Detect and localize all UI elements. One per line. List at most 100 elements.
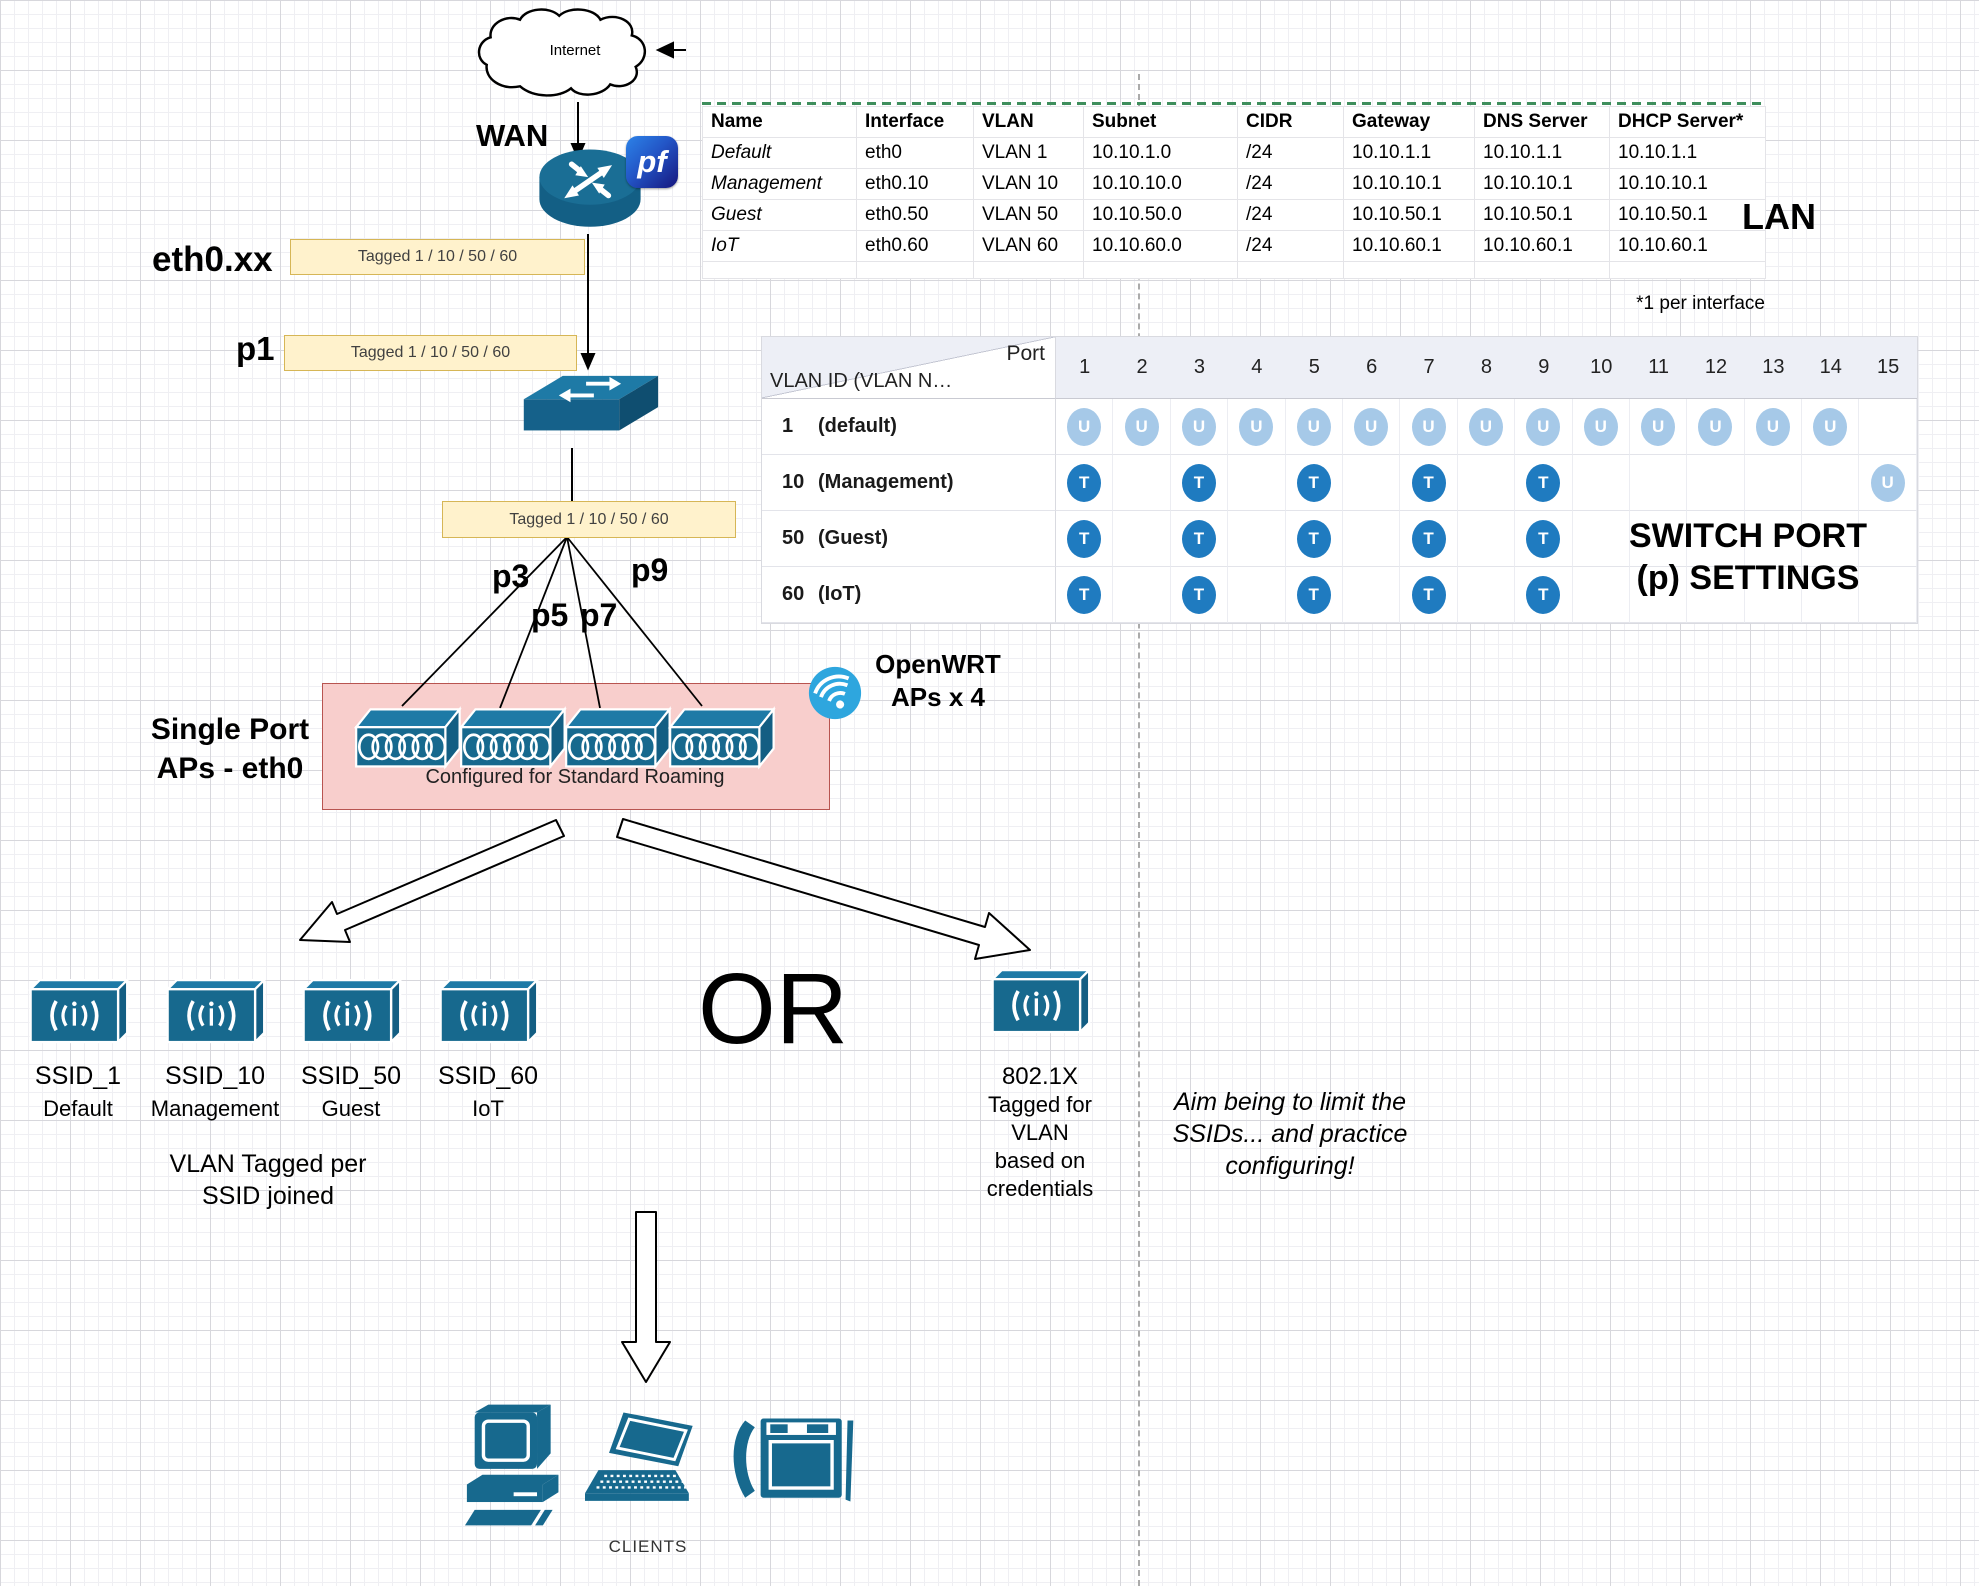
- port-column-header: 13: [1744, 337, 1803, 399]
- lan-cell: VLAN 1: [973, 137, 1084, 169]
- port-cell: [1859, 511, 1917, 567]
- ssid-name: SSID_50: [300, 1062, 402, 1090]
- lan-cell: /24: [1237, 168, 1344, 200]
- port-cell: U: [1228, 399, 1286, 455]
- ssid-block-4: SSID_60 IoT: [413, 978, 563, 1122]
- desktop-client-icon: [463, 1402, 575, 1530]
- lan-blank-cell: [856, 261, 974, 279]
- switch-port-settings-title: SWITCH PORT (p) SETTINGS: [1598, 515, 1898, 599]
- single-port-label-line1: Single Port: [150, 713, 310, 746]
- router-to-switch-arrowhead: [580, 353, 596, 371]
- vertical-divider: [1138, 74, 1140, 1586]
- port-cell: [1342, 511, 1401, 567]
- tagged-badge: T: [1067, 519, 1102, 558]
- dot1x-line: VLAN: [1011, 1120, 1069, 1145]
- port-column-header: 6: [1342, 337, 1401, 399]
- access-point-icon-2: [457, 704, 567, 770]
- port-cell: [1228, 511, 1286, 567]
- untagged-badge: U: [1181, 407, 1216, 446]
- ssid-name: SSID_60: [437, 1062, 539, 1090]
- ssid-block-2: SSID_10 Management: [140, 978, 290, 1122]
- port-table-port-label: Port: [1006, 342, 1045, 365]
- untagged-badge: U: [1526, 407, 1561, 446]
- big-arrow-to-ssids: [299, 819, 565, 943]
- port-cell: T: [1400, 567, 1458, 623]
- untagged-badge: U: [1755, 407, 1790, 446]
- untagged-badge: U: [1698, 407, 1733, 446]
- port-cell: [1113, 511, 1171, 567]
- lan-blank-cell: [1609, 261, 1766, 279]
- aim-note-line3: configuring!: [1225, 1152, 1355, 1180]
- port-cell: U: [1744, 399, 1803, 455]
- p7-label: p7: [580, 597, 618, 633]
- untagged-badge: U: [1296, 407, 1331, 446]
- port-cell: [1629, 511, 1688, 567]
- untagged-badge: U: [1124, 407, 1159, 446]
- lan-cell: 10.10.10.1: [1474, 168, 1610, 200]
- lan-header-cell: DNS Server: [1474, 106, 1610, 138]
- lan-table-accent-border: [702, 102, 1765, 105]
- port-cell: [1802, 567, 1860, 623]
- p9-label: p9: [631, 552, 669, 588]
- untagged-badge: U: [1641, 407, 1676, 446]
- port-cell: T: [1285, 511, 1343, 567]
- ssid-vlan: Default: [43, 1096, 113, 1121]
- tagged-badge: T: [1067, 463, 1102, 502]
- port-cell: T: [1170, 567, 1229, 623]
- ssid-wireless-icon-1: [27, 978, 129, 1046]
- lan-cell: Management: [702, 168, 857, 200]
- big-arrow-to-clients: [621, 1211, 671, 1383]
- roaming-caption: Configured for Standard Roaming: [425, 766, 725, 788]
- lan-cell: VLAN 50: [973, 199, 1084, 231]
- single-port-label-line2: APs - eth0: [156, 752, 304, 785]
- p5-label: p5: [531, 597, 569, 633]
- port-table-vlanid-label: VLAN ID (VLAN N…: [770, 370, 953, 392]
- lan-cell: IoT: [702, 230, 857, 262]
- vlan-id: 50: [782, 527, 805, 549]
- ssid-note: VLAN Tagged per SSID joined: [118, 1148, 418, 1212]
- lan-header-cell: Gateway: [1343, 106, 1475, 138]
- port-cell: T: [1515, 567, 1573, 623]
- pfsense-logo: pf: [626, 136, 678, 188]
- port-column-header: 2: [1113, 337, 1171, 399]
- tagged-badge: T: [1296, 463, 1331, 502]
- internet-label: Internet: [549, 42, 601, 59]
- p1-label: p1: [236, 330, 275, 367]
- tagged-badge: T: [1181, 463, 1216, 502]
- dot1x-line: credentials: [986, 1176, 1094, 1201]
- tagged-badge: T: [1526, 519, 1561, 558]
- untagged-badge: U: [1468, 407, 1503, 446]
- ssid-vlan: IoT: [472, 1096, 504, 1121]
- port-cell: T: [1515, 455, 1573, 511]
- port-column-header: 3: [1170, 337, 1229, 399]
- port-cell: [1629, 567, 1688, 623]
- lan-cell: 10.10.60.1: [1343, 230, 1475, 262]
- tagged-note-switch: Tagged 1 / 10 / 50 / 60: [442, 501, 736, 538]
- lan-cell: 10.10.10.1: [1343, 168, 1475, 200]
- port-cell: [1228, 567, 1286, 623]
- lan-label: LAN: [1742, 196, 1816, 237]
- ssid-wireless-icon-3: [300, 978, 402, 1046]
- lan-cell: VLAN 10: [973, 168, 1084, 200]
- port-cell: [1744, 567, 1803, 623]
- or-label: OR: [698, 953, 848, 1065]
- aim-note-line1: Aim being to limit the: [1173, 1088, 1407, 1116]
- vlan-row-label: 60(IoT): [762, 567, 1056, 623]
- port-cell: [1744, 455, 1803, 511]
- openwrt-label-line1: OpenWRT: [875, 649, 1001, 679]
- port-cell: T: [1400, 455, 1458, 511]
- vlan-id: 60: [782, 583, 805, 605]
- ssid-note-line2: SSID joined: [201, 1182, 335, 1210]
- vlan-name: (Management): [818, 471, 954, 493]
- tagged-badge: T: [1181, 519, 1216, 558]
- lan-cell: /24: [1237, 230, 1344, 262]
- port-column-header: 15: [1859, 337, 1917, 399]
- port-cell: [1572, 455, 1630, 511]
- big-arrow-to-dot1x: [616, 818, 1031, 960]
- lan-cell: 10.10.1.0: [1083, 137, 1238, 169]
- lan-header-cell: Interface: [856, 106, 974, 138]
